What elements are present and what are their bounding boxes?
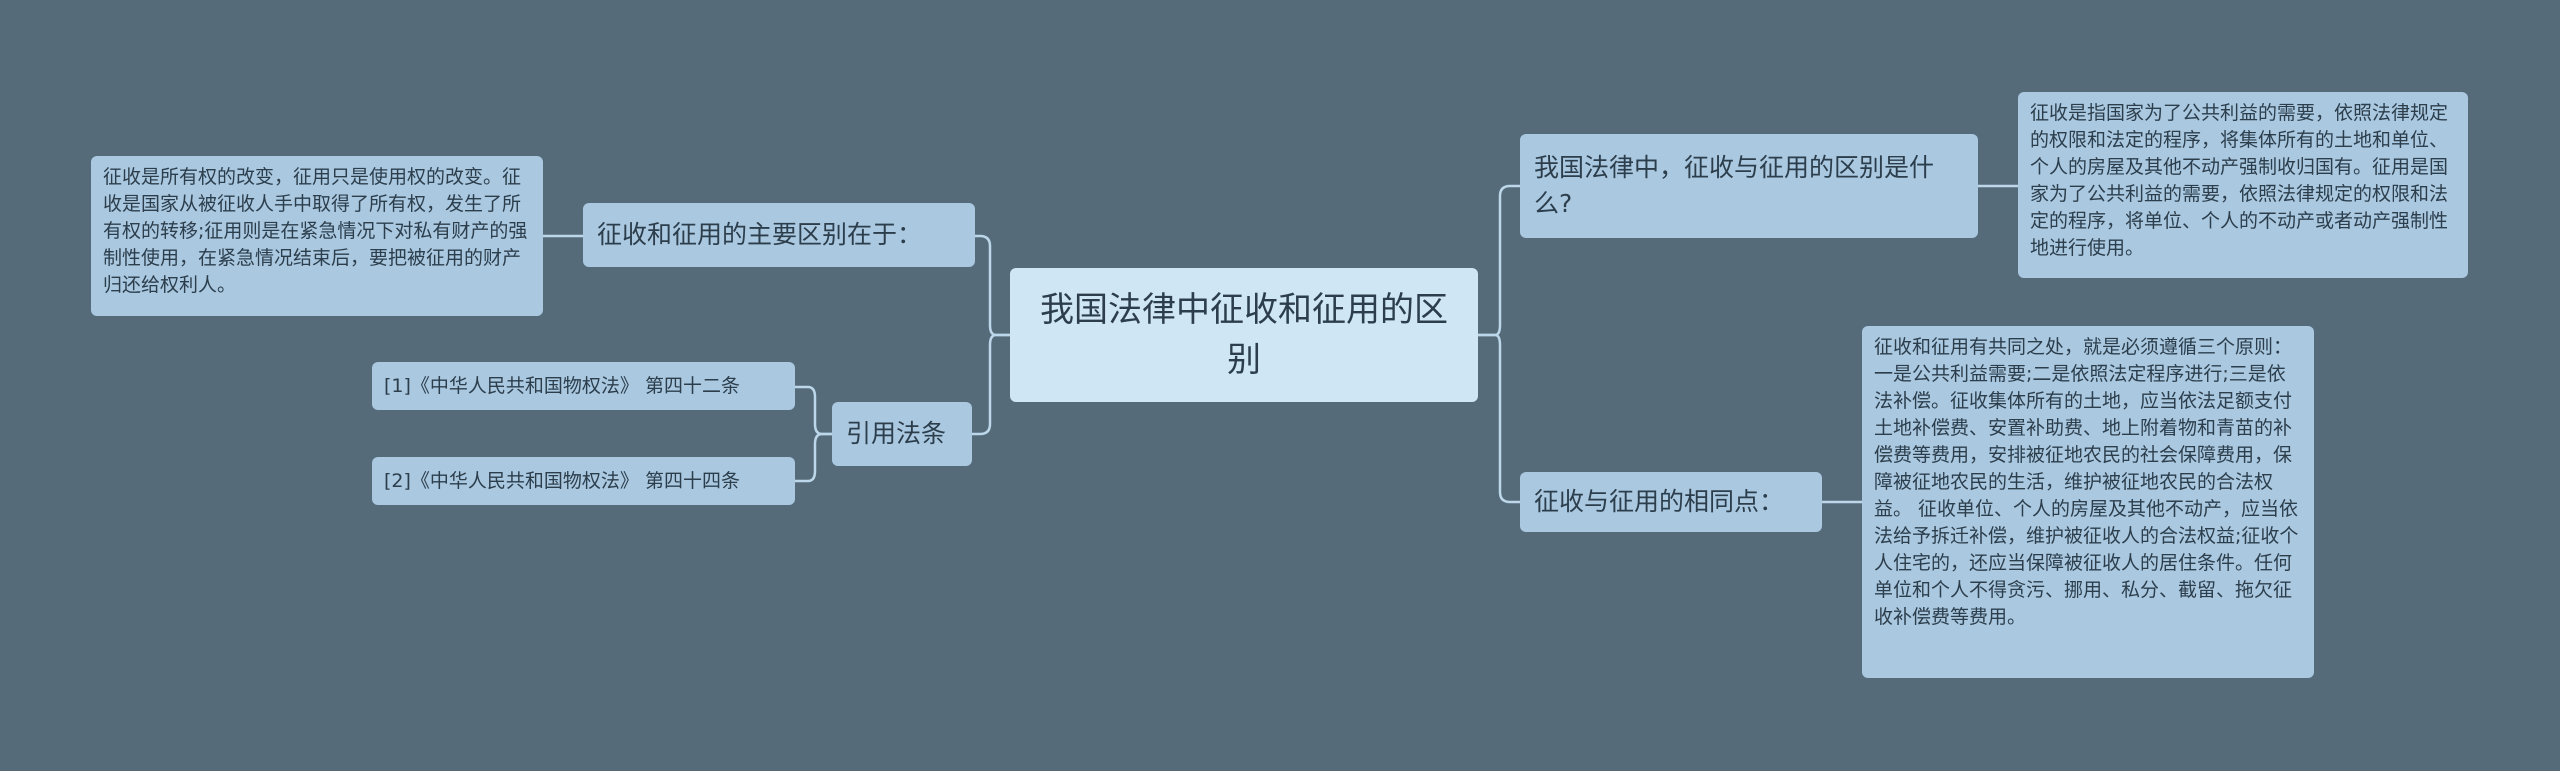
leaf-similarity-detail[interactable]: 征收和征用有共同之处，就是必须遵循三个原则： 一是公共利益需要;二是依照法定程序… xyxy=(1862,326,2314,678)
branch-main-difference[interactable]: 征收和征用的主要区别在于： xyxy=(583,203,975,267)
leaf-citation-1[interactable]: [1]《中华人民共和国物权法》 第四十二条 xyxy=(372,362,795,410)
branch-similarity[interactable]: 征收与征用的相同点： xyxy=(1520,472,1822,532)
branch-similarity-label: 征收与征用的相同点： xyxy=(1534,487,1785,516)
leaf-citation-2[interactable]: [2]《中华人民共和国物权法》 第四十四条 xyxy=(372,457,795,505)
leaf-citation-1-text: [1]《中华人民共和国物权法》 第四十二条 xyxy=(384,374,740,397)
branch-citations[interactable]: 引用法条 xyxy=(832,402,972,466)
leaf-question-detail-text: 征收是指国家为了公共利益的需要，依照法律规定的权限和法定的程序，将集体所有的土地… xyxy=(2030,102,2449,259)
link-citations-ref2 xyxy=(795,432,832,483)
branch-citations-label: 引用法条 xyxy=(846,419,947,448)
central-topic[interactable]: 我国法律中征收和征用的区别 xyxy=(1010,268,1478,402)
branch-main-difference-label: 征收和征用的主要区别在于： xyxy=(597,220,923,249)
branch-question-label: 我国法律中，征收与征用的区别是什么? xyxy=(1534,153,1935,218)
link-citations-ref1 xyxy=(795,385,832,436)
branch-question[interactable]: 我国法律中，征收与征用的区别是什么? xyxy=(1520,134,1978,238)
leaf-citation-2-text: [2]《中华人民共和国物权法》 第四十四条 xyxy=(384,469,740,492)
link-center-similarity xyxy=(1478,333,1520,504)
link-center-citations xyxy=(972,333,1010,436)
central-topic-label: 我国法律中征收和征用的区别 xyxy=(1040,290,1448,380)
leaf-question-detail[interactable]: 征收是指国家为了公共利益的需要，依照法律规定的权限和法定的程序，将集体所有的土地… xyxy=(2018,92,2468,278)
link-center-main-difference xyxy=(975,234,1010,337)
leaf-main-difference-detail[interactable]: 征收是所有权的改变，征用只是使用权的改变。征收是国家从被征收人手中取得了所有权，… xyxy=(91,156,543,316)
leaf-similarity-detail-text: 征收和征用有共同之处，就是必须遵循三个原则： 一是公共利益需要;二是依照法定程序… xyxy=(1874,336,2299,628)
leaf-main-difference-detail-text: 征收是所有权的改变，征用只是使用权的改变。征收是国家从被征收人手中取得了所有权，… xyxy=(103,166,528,296)
link-center-question xyxy=(1478,184,1520,337)
